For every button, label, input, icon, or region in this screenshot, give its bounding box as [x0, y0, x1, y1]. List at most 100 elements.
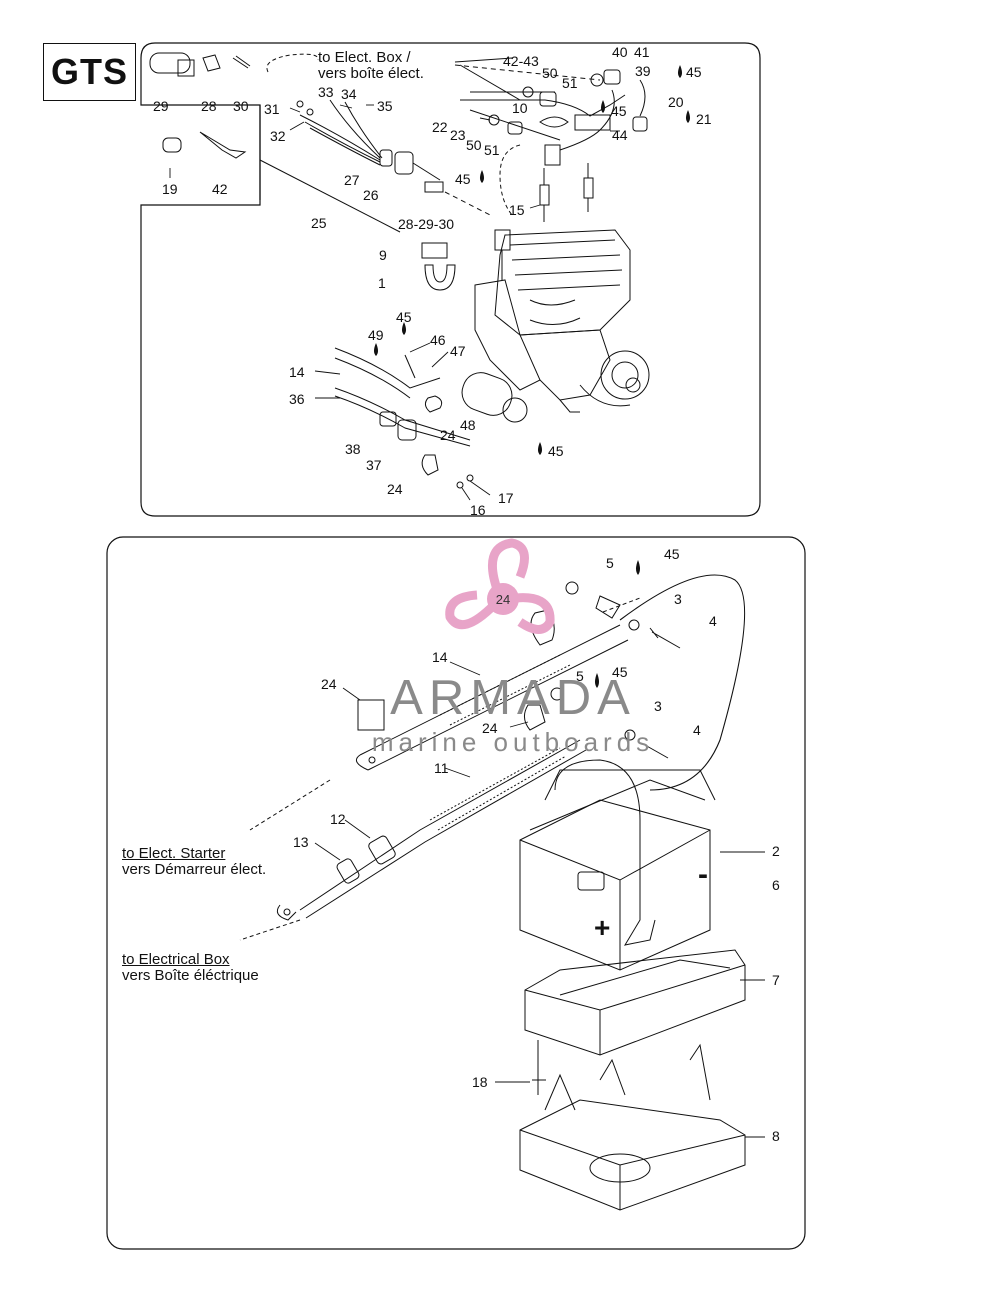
callout: 24 [387, 481, 403, 497]
callout: 19 [162, 181, 178, 197]
drop-icon [402, 322, 406, 335]
note-top-fr: vers boîte élect. [318, 65, 424, 82]
callout: 51 [562, 75, 578, 91]
note-box-en: to Electrical Box [122, 951, 230, 968]
inset-part-29 [149, 52, 195, 77]
spark-plug-right [583, 163, 594, 212]
callout: 18 [472, 1074, 488, 1090]
starter-motor [461, 372, 528, 423]
harness-wires [299, 99, 383, 166]
cable-11 [299, 739, 587, 919]
callout: 47 [450, 343, 466, 359]
callout: 41 [634, 44, 650, 60]
nut-5-lower [550, 687, 564, 701]
callout: 9 [379, 247, 387, 263]
watermark-brand: ARMADA [390, 671, 636, 725]
note-box-fr: vers Boîte éléctrique [122, 967, 259, 984]
callout: 28 [201, 98, 217, 114]
callout: 45 [612, 664, 628, 680]
connector-27-26 [379, 149, 441, 181]
callout: 36 [289, 391, 305, 407]
watermark-tagline: marine outboards [371, 727, 655, 757]
callout: 46 [430, 332, 446, 348]
callout: 37 [366, 457, 382, 473]
battery-base-8 [519, 1043, 746, 1211]
tee-fitting [544, 114, 611, 166]
drop-icon [601, 100, 605, 113]
callout: 21 [696, 111, 712, 127]
callout: 38 [345, 441, 361, 457]
callout: 32 [270, 128, 286, 144]
callout: 50 [542, 65, 558, 81]
callout: 50 [466, 137, 482, 153]
callout: 26 [363, 187, 379, 203]
callout: 25 [311, 215, 327, 231]
note-to-electrical-box: to Electrical Box vers Boîte éléctrique [122, 952, 259, 984]
callout: 22 [432, 119, 448, 135]
callout: 13 [293, 834, 309, 850]
callout: 44 [612, 127, 628, 143]
callout: 29 [153, 98, 169, 114]
spark-plug-left [539, 168, 550, 222]
callout: 35 [377, 98, 393, 114]
callout: 3 [654, 698, 662, 714]
callout: 51 [484, 142, 500, 158]
callout: 45 [548, 443, 564, 459]
callout: 16 [470, 502, 486, 518]
drop-icon [595, 673, 599, 688]
note-top-to-elect-box: to Elect. Box / vers boîte élect. [318, 50, 424, 82]
washer-3-upper [628, 619, 640, 631]
inset-part-28 [202, 54, 221, 72]
callout: 3 [674, 591, 682, 607]
callout: 1 [378, 275, 386, 291]
bracket-9 [421, 242, 448, 259]
callout: 14 [289, 364, 305, 380]
drop-icon [538, 442, 542, 455]
polarity-minus: - [698, 858, 708, 891]
note-top-en: to Elect. Box / [318, 49, 411, 66]
callout: 20 [668, 94, 684, 110]
fitting-20-21 [632, 116, 648, 132]
model-badge: GTS [43, 43, 136, 101]
callout: 45 [686, 64, 702, 80]
inset-part-42 [199, 131, 247, 159]
clamp-1 [424, 264, 456, 291]
bottom-panel-frame [106, 536, 806, 1250]
callout: 42-43 [503, 53, 539, 69]
callout: 31 [264, 101, 280, 117]
callout: 48 [460, 417, 476, 433]
callout: 4 [709, 613, 717, 629]
callout: 4 [693, 722, 701, 738]
battery [519, 759, 716, 971]
bolt-4-lower [644, 744, 669, 759]
callout: 23 [450, 127, 466, 143]
nut-12 [368, 835, 396, 865]
callout: 39 [635, 63, 651, 79]
callout: 28-29-30 [398, 216, 455, 232]
battery-strap [554, 759, 656, 946]
drop-icon [374, 343, 378, 356]
callout: 45 [455, 171, 471, 187]
callout: 30 [233, 98, 249, 114]
callout: 7 [772, 972, 780, 988]
callout: 45 [664, 546, 680, 562]
watermark-text: ARMADA marine outboards [348, 673, 678, 755]
callout: 24 [440, 427, 456, 443]
callout: 2 [772, 843, 780, 859]
hold-down-rod-18 [532, 1040, 546, 1095]
callout: 10 [512, 100, 528, 116]
nut-13 [336, 858, 360, 884]
note-starter-fr: vers Démarreur élect. [122, 861, 267, 878]
callout: 45 [396, 309, 412, 325]
callout: 49 [368, 327, 384, 343]
battery-tray-7 [524, 949, 746, 1056]
bolt-4-upper [649, 627, 681, 649]
callout: 5 [576, 668, 584, 684]
nut-37 [397, 419, 417, 441]
inset-part-30 [232, 55, 251, 69]
washer-3-lower [624, 729, 636, 741]
drop-icon [678, 65, 682, 78]
top-leader-lines [169, 104, 620, 501]
drop-icon [686, 110, 690, 123]
